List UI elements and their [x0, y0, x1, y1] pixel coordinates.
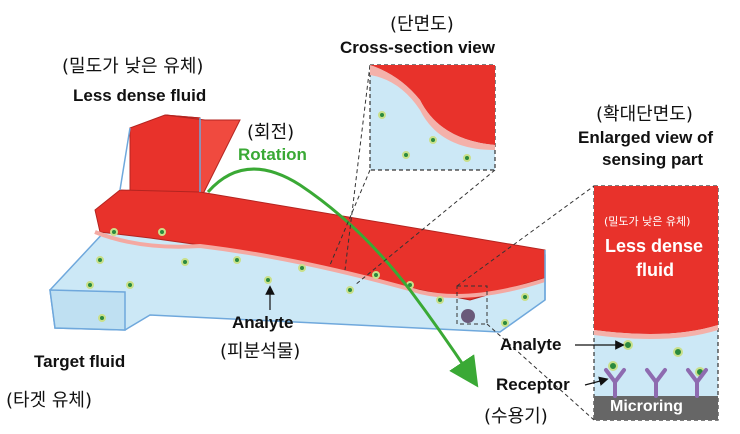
enlarged-label-en-2: sensing part: [602, 150, 704, 169]
receptor-label-en: Receptor: [496, 375, 570, 394]
enlarged-label-ko: (확대단면도): [596, 104, 693, 125]
receptor-label-ko: (수용기): [484, 406, 548, 427]
target-fluid-front: [49, 289, 126, 331]
t-channel: [49, 114, 546, 333]
rotation-arrow: [206, 167, 479, 388]
fluid-interface: [94, 230, 546, 298]
inner-less-dense-en-1: Less dense: [605, 236, 704, 256]
target-fluid-label-ko: (타겟 유체): [6, 390, 93, 411]
less-dense-label-ko: (밀도가 낮은 유체): [62, 56, 204, 77]
cross-section-box: [369, 64, 496, 171]
microring-label: Microring: [610, 398, 683, 415]
enlarged-projection: [456, 185, 595, 421]
less-dense-label-en: Less dense fluid: [73, 86, 207, 105]
receptors: [604, 368, 708, 398]
enlarged-box: [593, 185, 719, 421]
analyte-label-en: Analyte: [232, 313, 294, 332]
channel-analytes: [86, 228, 529, 327]
cross-section-label-ko: (단면도): [390, 14, 454, 35]
rotation-label-en: Rotation: [238, 145, 307, 164]
enlarged-label-en-1: Enlarged view of: [578, 128, 714, 147]
analyte-right-label: Analyte: [500, 335, 562, 354]
analyte-label-ko: (피분석물): [220, 341, 301, 362]
inner-less-dense-en-2: fluid: [636, 260, 674, 280]
sensing-point: [461, 309, 475, 323]
target-fluid-label-en: Target fluid: [34, 352, 126, 371]
microring-bar: [594, 396, 718, 420]
inner-less-dense-ko: (밀도가 낮은 유체): [604, 215, 691, 228]
rotation-label-ko: (회전): [247, 122, 295, 143]
cross-section-label-en: Cross-section view: [340, 38, 495, 57]
less-dense-arm-side: [164, 114, 241, 201]
cross-section-projection: [329, 64, 496, 286]
